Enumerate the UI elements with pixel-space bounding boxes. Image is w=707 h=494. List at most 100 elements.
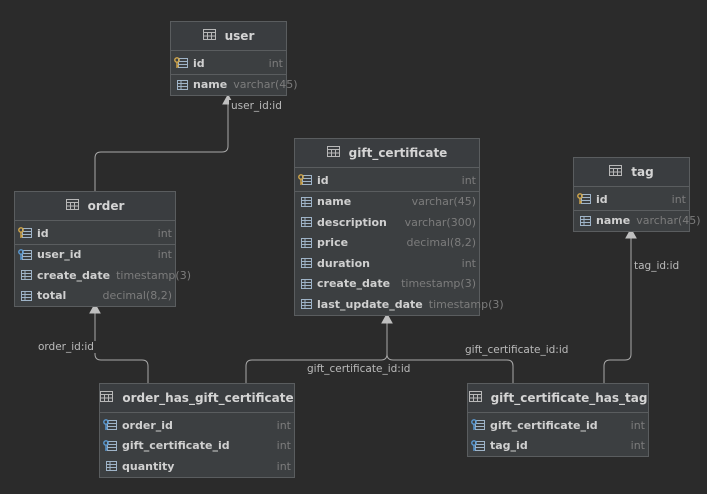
column-type: timestamp(3) xyxy=(401,277,476,291)
column-row[interactable]: name varchar(45) xyxy=(171,75,298,96)
relation-label-ohgc-gift: gift_certificate_id:id xyxy=(305,363,413,375)
primary-key-icon xyxy=(174,56,189,70)
column-name: create_date xyxy=(317,277,391,291)
column-name: id xyxy=(37,226,49,240)
column-type: int xyxy=(276,418,291,432)
foreign-key-icon xyxy=(103,418,118,432)
column-type: int xyxy=(671,192,686,206)
column-name: create_date xyxy=(37,268,111,282)
column-name: last_update_date xyxy=(317,297,423,311)
column-name: gift_certificate_id xyxy=(490,418,598,432)
column-name: id xyxy=(193,56,205,70)
table-title: user xyxy=(224,29,255,43)
column-row[interactable]: tag_id int xyxy=(468,436,648,457)
column-type: int xyxy=(276,459,291,473)
arrow-head-order xyxy=(89,302,101,314)
column-icon xyxy=(18,268,33,282)
table-icon xyxy=(609,165,623,179)
column-type: int xyxy=(461,173,476,187)
column-row[interactable]: last_update_date timestamp(3) xyxy=(295,294,504,315)
column-name: user_id xyxy=(37,248,82,262)
column-name: order_id xyxy=(122,418,173,432)
column-row[interactable]: description varchar(300) xyxy=(295,212,479,233)
column-name: id xyxy=(317,173,329,187)
relation-ohgc-order-line xyxy=(94,309,149,383)
column-name: name xyxy=(193,78,228,92)
column-type: varchar(300) xyxy=(404,215,476,229)
table-title: gift_certificate xyxy=(348,146,448,160)
column-type: varchar(45) xyxy=(411,195,476,209)
table-title: tag xyxy=(631,165,654,179)
column-type: int xyxy=(461,256,476,270)
table-header[interactable]: order xyxy=(15,192,175,221)
table-header[interactable]: gift_certificate_has_tag xyxy=(468,384,648,413)
column-icon xyxy=(298,277,313,291)
relation-gcht-tag-line xyxy=(603,237,632,383)
column-type: varchar(45) xyxy=(233,78,298,92)
table-gift-certificate-has-tag[interactable]: gift_certificate_has_tag gift_certificate… xyxy=(467,383,649,457)
table-icon xyxy=(100,391,114,405)
column-icon xyxy=(298,256,313,270)
column-icon xyxy=(298,297,313,311)
column-name: gift_certificate_id xyxy=(122,439,230,453)
table-title: order_has_gift_certificate xyxy=(122,391,294,405)
table-title: order xyxy=(87,199,125,213)
column-icon xyxy=(577,214,592,228)
table-icon xyxy=(202,29,216,43)
relation-order-user-line xyxy=(94,100,229,191)
column-name: quantity xyxy=(122,459,175,473)
column-row[interactable]: create_date timestamp(3) xyxy=(15,265,191,286)
foreign-key-icon xyxy=(471,418,486,432)
table-header[interactable]: order_has_gift_certificate xyxy=(100,384,294,413)
column-row[interactable]: id int xyxy=(295,170,479,192)
column-type: int xyxy=(157,226,172,240)
table-icon xyxy=(468,391,482,405)
column-row[interactable]: quantity int xyxy=(100,456,294,477)
column-type: varchar(45) xyxy=(636,214,701,228)
relation-label-ohgc-order: order_id:id xyxy=(36,341,96,353)
table-header[interactable]: gift_certificate xyxy=(295,139,479,168)
column-icon xyxy=(298,236,313,250)
column-name: duration xyxy=(317,256,370,270)
column-name: total xyxy=(37,289,67,303)
primary-key-icon xyxy=(18,226,33,240)
relation-label-order-user: user_id:id xyxy=(229,100,284,112)
table-header[interactable]: user xyxy=(171,22,286,51)
column-icon xyxy=(18,289,33,303)
column-row[interactable]: create_date timestamp(3) xyxy=(295,274,479,295)
primary-key-icon xyxy=(298,173,313,187)
column-icon xyxy=(298,195,313,209)
column-name: description xyxy=(317,215,387,229)
table-title: gift_certificate_has_tag xyxy=(490,391,648,405)
column-type: timestamp(3) xyxy=(428,297,504,311)
column-name: tag_id xyxy=(490,439,528,453)
column-name: name xyxy=(596,214,631,228)
table-icon xyxy=(65,199,79,213)
column-row[interactable]: order_id int xyxy=(100,415,294,436)
column-row[interactable]: name varchar(45) xyxy=(574,211,701,232)
arrow-head-tag xyxy=(625,227,637,239)
column-row[interactable]: id int xyxy=(15,223,175,245)
column-row[interactable]: duration int xyxy=(295,253,479,274)
column-row[interactable]: total decimal(8,2) xyxy=(15,286,175,307)
column-icon xyxy=(174,78,189,92)
column-type: int xyxy=(630,439,645,453)
table-header[interactable]: tag xyxy=(574,158,689,187)
column-type: decimal(8,2) xyxy=(102,289,172,303)
foreign-key-icon xyxy=(471,439,486,453)
column-type: timestamp(3) xyxy=(116,268,191,282)
